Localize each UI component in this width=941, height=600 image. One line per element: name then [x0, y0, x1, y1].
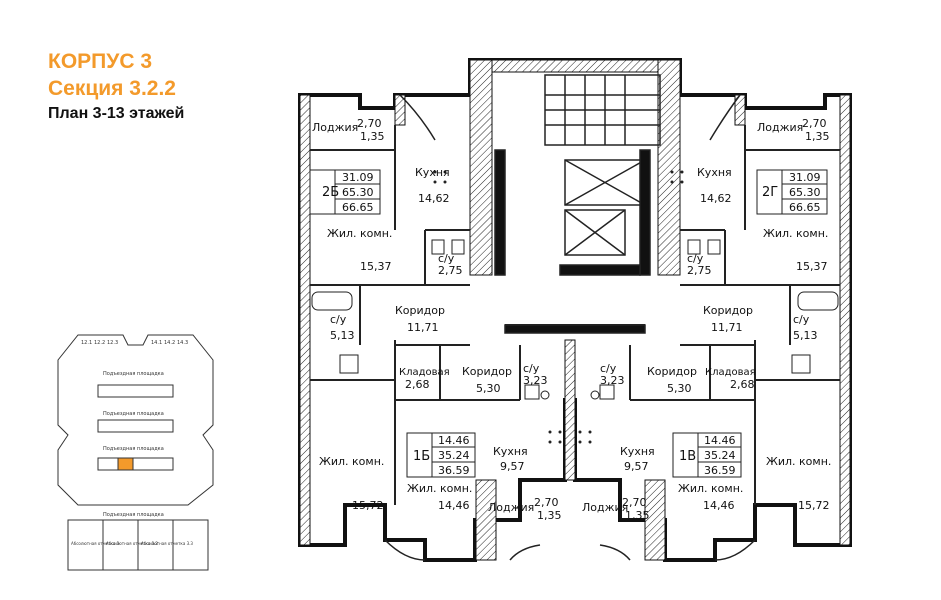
minimap-cell: 12.1 — [81, 340, 92, 346]
minimap-caption: Подъездная площадка — [103, 411, 164, 417]
apt-2b-total: 66.65 — [342, 201, 374, 214]
minimap-caption: Подъездная площадка — [103, 512, 164, 518]
apartment-boxes — [309, 169, 828, 478]
hatched-walls — [299, 59, 851, 561]
area-label: 9,57 — [500, 460, 525, 473]
apt-2b-living: 31.09 — [342, 171, 374, 184]
corridor-label: Коридор — [703, 304, 753, 317]
apt-2b-area: 65.30 — [342, 186, 374, 199]
area-label: 2,68 — [405, 378, 430, 391]
minimap-cell: 14.2 — [164, 340, 175, 346]
loggia-label: Лоджия — [488, 501, 534, 514]
bath-label: с/у — [687, 252, 704, 265]
area-label: 3,23 — [523, 374, 548, 387]
corridor-label: Коридор — [647, 365, 697, 378]
fixtures — [311, 239, 839, 400]
area-label: 2,70 — [802, 117, 827, 130]
apt-1v-total: 36.59 — [704, 464, 736, 477]
area-label: 2,75 — [687, 264, 712, 277]
bay-windows — [384, 94, 756, 561]
apt-code-2b: 2Б — [322, 185, 339, 200]
area-label: 2,70 — [357, 117, 382, 130]
area-label: 5,13 — [793, 329, 818, 342]
apt-code-2g: 2Г — [762, 185, 778, 200]
apt-2g-living: 31.09 — [789, 171, 821, 184]
area-label: 15,72 — [798, 499, 830, 512]
area-label: 5,30 — [667, 382, 692, 395]
living-room-label: Жил. комн. — [763, 227, 828, 240]
area-label: 14,62 — [418, 192, 450, 205]
area-label: 3,23 — [600, 374, 625, 387]
key-plan-minimap: 12.1 12.2 12.3 14.1 14.2 14.3 Подъездная… — [57, 334, 214, 571]
minimap-caption: Подъездная площадка — [103, 371, 164, 377]
apt-2g-area: 65.30 — [789, 186, 821, 199]
area-label: 15,37 — [796, 260, 828, 273]
area-label: 2,70 — [534, 496, 559, 509]
loggia-label: Лоджия — [757, 121, 803, 134]
apt-1b-area: 35.24 — [438, 449, 470, 462]
area-label: 15,72 — [352, 499, 384, 512]
loggia-label: Лоджия — [582, 501, 628, 514]
apt-2g-total: 66.65 — [789, 201, 821, 214]
kitchen-label: Кухня — [620, 445, 655, 458]
living-room-label: Жил. комн. — [678, 482, 743, 495]
page-header: КОРПУС 3 Секция 3.2.2 План 3-13 этажей — [48, 48, 184, 126]
minimap-cell: 12.2 — [94, 340, 105, 346]
minimap-caption: Подъездная площадка — [103, 446, 164, 452]
inner-walls — [310, 125, 840, 505]
corridor-label: Коридор — [395, 304, 445, 317]
kitchen-label: Кухня — [493, 445, 528, 458]
corridor-label: Коридор — [462, 365, 512, 378]
minimap-cell: 12.3 — [107, 340, 118, 346]
area-label: 2,70 — [622, 496, 647, 509]
section-title: Секция 3.2.2 — [48, 77, 176, 100]
minimap-cell: 14.1 — [151, 340, 162, 346]
area-label: 1,35 — [625, 509, 650, 522]
living-room-label: Жил. комн. — [319, 455, 384, 468]
area-label: 1,35 — [537, 509, 562, 522]
minimap-cell: 14.3 — [177, 340, 188, 346]
apt-code-1b: 1Б — [413, 449, 430, 464]
bath-label: с/у — [438, 252, 455, 265]
pantry-label: Кладовая — [399, 367, 450, 378]
area-label: 14,46 — [438, 499, 470, 512]
loggia-label: Лоджия — [312, 121, 358, 134]
plan-title: План 3-13 этажей — [48, 105, 185, 122]
apt-code-1v: 1В — [679, 449, 696, 464]
apt-1v-area: 35.24 — [704, 449, 736, 462]
building-title: КОРПУС 3 — [48, 50, 152, 73]
living-room-label: Жил. комн. — [327, 227, 392, 240]
area-label: 11,71 — [711, 321, 743, 334]
living-room-label: Жил. комн. — [766, 455, 831, 468]
apt-1b-total: 36.59 — [438, 464, 470, 477]
area-label: 1,35 — [360, 130, 385, 143]
area-label: 15,37 — [360, 260, 392, 273]
area-label: 2,68 — [730, 378, 755, 391]
minimap-legend: Абсолютная отметка 3.3 — [141, 541, 193, 546]
bath-label: с/у — [600, 362, 617, 375]
living-room-label: Жил. комн. — [407, 482, 472, 495]
area-label: 5,13 — [330, 329, 355, 342]
stairwell — [494, 74, 661, 334]
apt-1b-living: 14.46 — [438, 434, 470, 447]
area-label: 2,75 — [438, 264, 463, 277]
bath-label: с/у — [523, 362, 540, 375]
area-label: 11,71 — [407, 321, 439, 334]
bath-label: с/у — [330, 313, 347, 326]
area-label: 9,57 — [624, 460, 649, 473]
area-label: 14,62 — [700, 192, 732, 205]
kitchen-label: Кухня — [697, 166, 732, 179]
pantry-label: Кладовая — [705, 367, 756, 378]
apt-1v-living: 14.46 — [704, 434, 736, 447]
minimap-legend: Абсолютная отметка 3 — [71, 541, 120, 546]
stove-dots — [433, 170, 684, 444]
kitchen-label: Кухня — [415, 166, 450, 179]
area-label: 14,46 — [703, 499, 735, 512]
area-label: 5,30 — [476, 382, 501, 395]
bath-label: с/у — [793, 313, 810, 326]
area-label: 1,35 — [805, 130, 830, 143]
minimap-legend: Абсолютная отметка 3.2 — [106, 541, 158, 546]
